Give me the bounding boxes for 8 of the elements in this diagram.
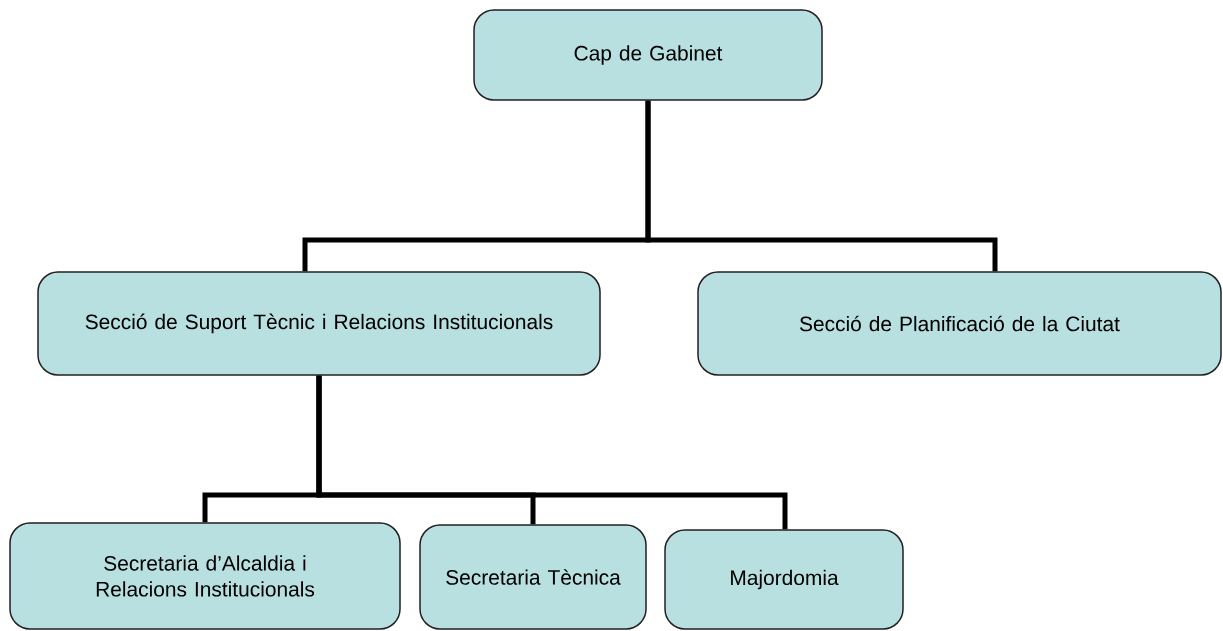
org-box: Secretaria d’Alcaldia i Relacions Institucionals	[9, 522, 401, 630]
connector-line	[645, 100, 998, 272]
org-box: Cap de Gabinet	[473, 9, 823, 101]
org-box: Secció de Suport Tècnic i Relacions Institucionals	[37, 271, 601, 376]
org-box: Secció de Planificació de la Ciutat	[697, 271, 1222, 376]
connector-line	[316, 375, 788, 530]
org-box: Majordomia	[664, 529, 904, 630]
org-box: Secretaria Tècnica	[419, 524, 647, 630]
